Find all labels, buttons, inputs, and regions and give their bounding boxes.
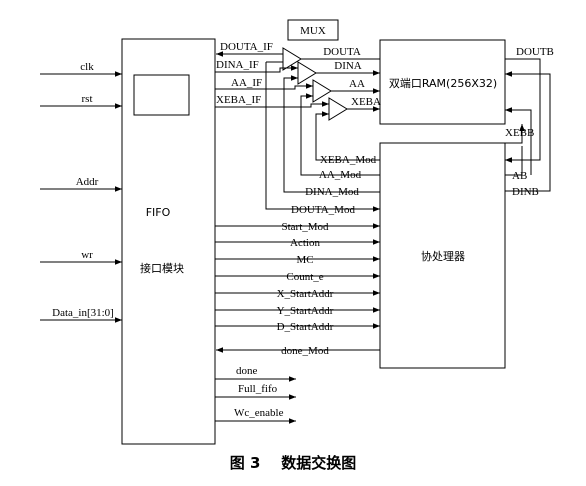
svg-text:MC: MC	[296, 254, 313, 266]
svg-text:DINA_IF: DINA_IF	[216, 59, 259, 71]
output-done: done	[215, 365, 296, 382]
input-clk: clk	[40, 61, 122, 77]
figure-caption: 图 3 数据交换图	[230, 454, 357, 472]
svg-text:AA: AA	[349, 78, 365, 90]
svg-text:DOUTA_Mod: DOUTA_Mod	[291, 204, 355, 216]
svg-text:Y_StartAddr: Y_StartAddr	[277, 305, 334, 317]
signal-done-mod: done_Mod	[216, 345, 380, 357]
signal-dina-if: DINA_IF	[215, 59, 298, 73]
signal-count-e: Count_e	[215, 271, 380, 283]
svg-text:DOUTB: DOUTB	[516, 46, 554, 58]
fifo-subtitle: 接口模块	[140, 262, 184, 275]
svg-text:clk: clk	[80, 61, 94, 73]
mux-label: MUX	[300, 25, 326, 37]
svg-text:DOUTA: DOUTA	[323, 46, 361, 58]
processor-block	[379, 142, 506, 369]
processor-label: 协处理器	[421, 249, 465, 263]
signal-dina: DINA	[316, 60, 380, 76]
signal-x-startaddr: X_StartAddr	[215, 288, 380, 300]
mux-aa	[312, 79, 332, 103]
svg-text:DINB: DINB	[512, 186, 539, 198]
input-rst: rst	[40, 93, 122, 109]
svg-text:AA_IF: AA_IF	[231, 77, 262, 89]
svg-text:DOUTA_IF: DOUTA_IF	[220, 41, 273, 53]
mux-xeba	[328, 97, 348, 121]
ram-label: 双端口RAM(256X32)	[389, 77, 497, 90]
svg-text:Count_e: Count_e	[286, 271, 323, 283]
svg-text:Full_fifo: Full_fifo	[238, 383, 278, 395]
signal-dina-mod: DINA_Mod	[283, 75, 380, 198]
svg-text:done_Mod: done_Mod	[281, 345, 329, 357]
svg-text:XEBB: XEBB	[505, 127, 534, 139]
mux-dina	[297, 61, 317, 85]
output-wc-enable: Wc_enable	[215, 407, 296, 424]
signal-xebb: XEBB	[505, 124, 534, 144]
svg-text:XEBA: XEBA	[351, 96, 381, 108]
svg-text:done: done	[236, 365, 258, 377]
input-data-in: Data_in[31:0]	[40, 307, 122, 323]
signal-action: Action	[215, 237, 380, 249]
signal-y-startaddr: Y_StartAddr	[215, 305, 380, 317]
signal-start-mod: Start_Mod	[215, 221, 380, 233]
svg-text:Action: Action	[290, 237, 320, 249]
svg-text:D_StartAddr: D_StartAddr	[277, 321, 334, 333]
svg-text:AA_Mod: AA_Mod	[319, 169, 362, 181]
signal-d-startaddr: D_StartAddr	[215, 321, 380, 333]
signal-aa-if: AA_IF	[215, 77, 313, 90]
svg-text:X_StartAddr: X_StartAddr	[277, 288, 334, 300]
signal-xeba: XEBA	[347, 96, 381, 112]
signal-douta-mod: DOUTA_Mod	[265, 61, 380, 216]
input-addr: Addr	[40, 176, 122, 192]
svg-text:Addr: Addr	[76, 176, 99, 188]
svg-text:AB: AB	[512, 170, 527, 182]
mux-douta	[282, 47, 302, 71]
svg-text:Start_Mod: Start_Mod	[281, 221, 329, 233]
signal-aa: AA	[331, 78, 380, 94]
svg-text:DINA: DINA	[334, 60, 362, 72]
signal-dinb: DINB	[505, 71, 551, 198]
mux-label-box	[287, 19, 339, 41]
svg-text:Data_in[31:0]: Data_in[31:0]	[52, 307, 114, 319]
signal-douta: DOUTA	[301, 46, 380, 60]
svg-text:rst: rst	[82, 93, 93, 105]
svg-text:DINA_Mod: DINA_Mod	[305, 186, 359, 198]
signal-ab: AB	[505, 107, 532, 182]
ram-block	[379, 39, 506, 125]
input-wr: wr	[40, 249, 122, 265]
svg-text:wr: wr	[81, 249, 93, 261]
signal-xeba-mod: XEBA_Mod	[315, 111, 380, 166]
svg-text:XEBA_IF: XEBA_IF	[216, 94, 261, 106]
signal-douta-if: DOUTA_IF	[216, 41, 283, 57]
fifo-inner-box	[133, 74, 190, 116]
signal-xeba-if: XEBA_IF	[215, 94, 329, 108]
signal-aa-mod: AA_Mod	[300, 93, 380, 181]
fifo-title: FIFO	[146, 206, 171, 219]
signal-mc: MC	[215, 254, 380, 266]
svg-text:Wc_enable: Wc_enable	[234, 407, 284, 419]
svg-text:XEBA_Mod: XEBA_Mod	[320, 154, 377, 166]
output-full-fifo: Full_fifo	[215, 383, 296, 400]
